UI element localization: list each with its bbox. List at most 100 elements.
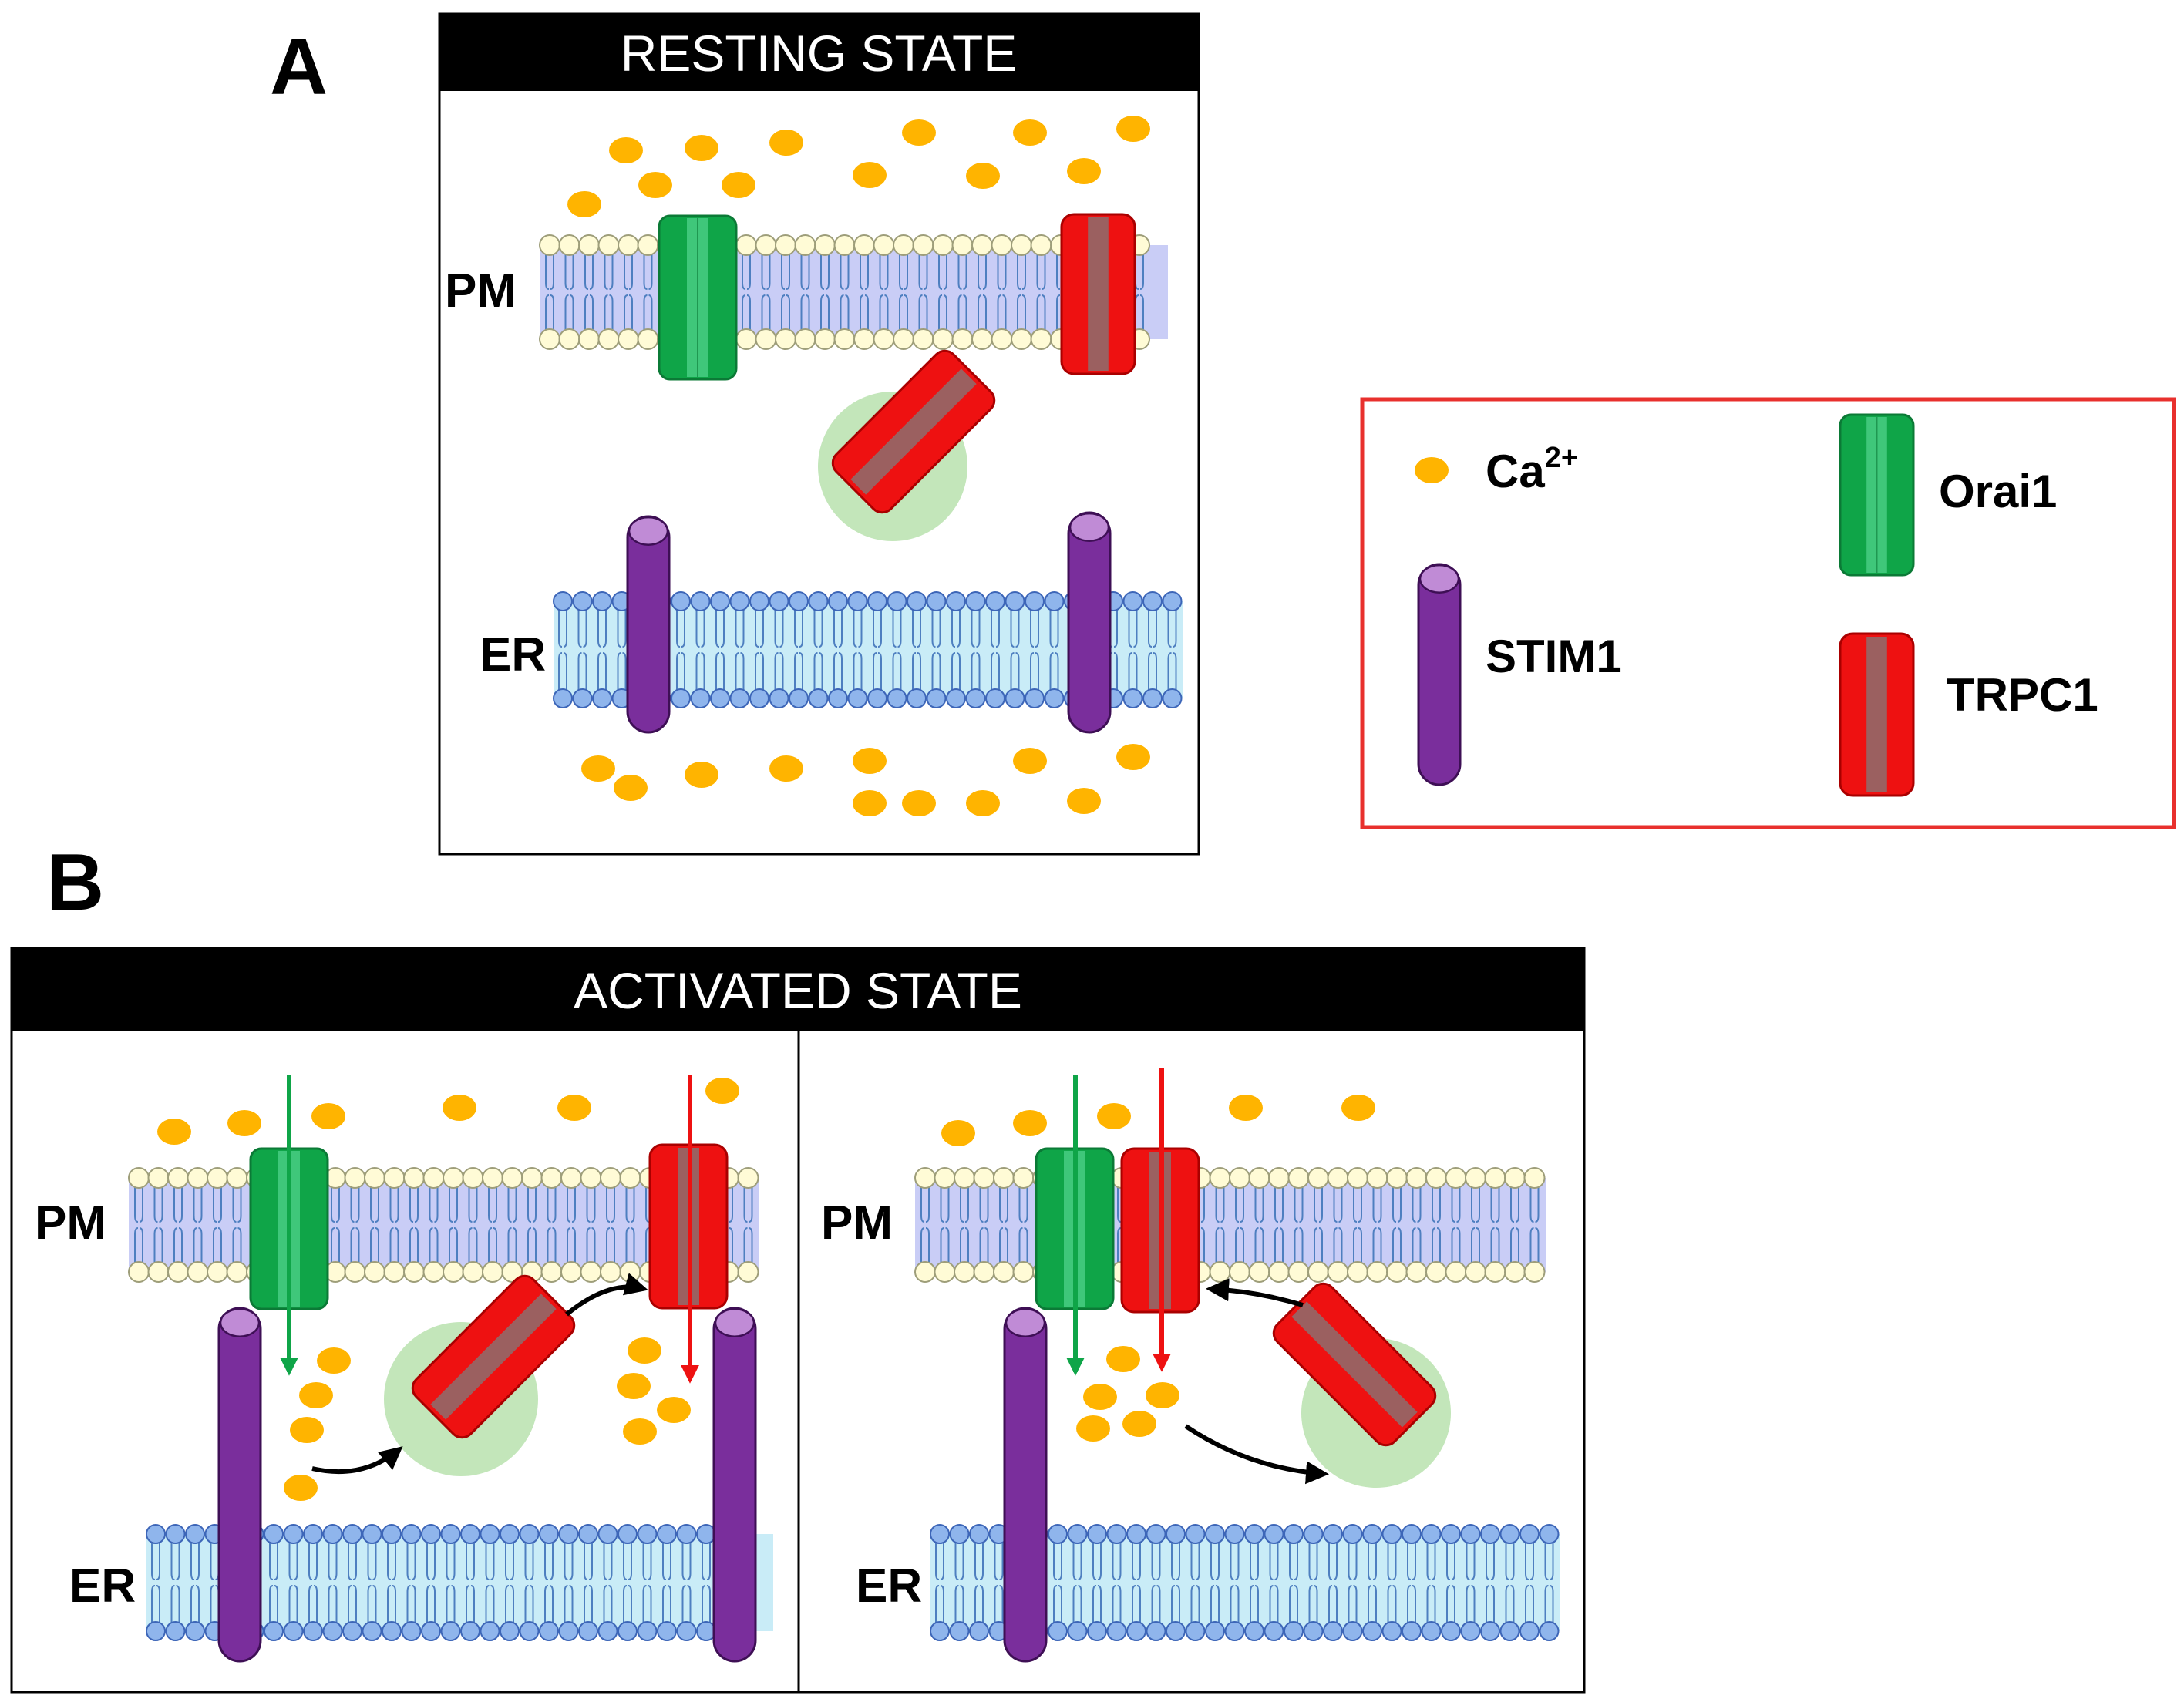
- lipid-head: [1122, 688, 1143, 708]
- lipid-head: [207, 1167, 228, 1189]
- lipid-tail: [406, 1585, 416, 1630]
- lipid-head: [749, 591, 769, 611]
- panel-b-letter: B: [46, 838, 104, 927]
- lipid-tail: [1348, 1585, 1358, 1630]
- lipid-head: [362, 1524, 382, 1544]
- stim1-protein-icon: [217, 1307, 262, 1663]
- lipid-head: [1386, 1167, 1408, 1189]
- calcium-ion-icon: [769, 130, 803, 156]
- lipid-tail: [505, 1536, 514, 1580]
- lipid-head: [932, 328, 954, 350]
- lipid-tail: [755, 603, 764, 648]
- lipid-tail: [1215, 1227, 1225, 1270]
- lipid-head: [954, 1261, 975, 1283]
- lipid-head: [1480, 1621, 1500, 1641]
- lipid-tail: [232, 1179, 242, 1223]
- lipid-head: [1307, 1261, 1329, 1283]
- lipid-tail: [860, 294, 869, 338]
- lipid-head: [1441, 1524, 1461, 1544]
- lipid-tail: [367, 1536, 377, 1580]
- lipid-head: [147, 1167, 170, 1189]
- lipid-head: [403, 1261, 425, 1283]
- lipid-head: [749, 688, 769, 708]
- lipid-head: [735, 328, 757, 350]
- lipid-tail: [879, 294, 889, 338]
- lipid-tail: [1387, 1536, 1397, 1580]
- lipid-tail: [308, 1536, 318, 1580]
- lipid-head: [283, 1621, 304, 1641]
- lipid-tail: [931, 603, 941, 648]
- lipid-head: [1106, 1621, 1127, 1641]
- lipid-tail: [586, 1227, 596, 1270]
- lipid-tail: [507, 1179, 517, 1223]
- lipid-tail: [1215, 1179, 1225, 1223]
- lipid-head: [382, 1524, 402, 1544]
- lipid-head: [1504, 1167, 1526, 1189]
- lipid-head: [303, 1621, 323, 1641]
- lipid-tail: [524, 1536, 534, 1580]
- lipid-head: [558, 328, 580, 350]
- lipid-tail: [328, 1536, 338, 1580]
- lipid-head: [1264, 1524, 1284, 1544]
- lipid-head: [364, 1167, 385, 1189]
- lipid-head: [934, 1261, 956, 1283]
- lipid-tail: [1274, 1179, 1284, 1223]
- lipid-head: [146, 1621, 166, 1641]
- lipid-head: [690, 688, 711, 708]
- lipid-head: [1224, 1524, 1245, 1544]
- lipid-tail: [1544, 1536, 1554, 1580]
- lipid-tail: [1529, 1179, 1540, 1223]
- lipid-tail: [1490, 1227, 1500, 1270]
- lipid-tail: [370, 1179, 379, 1223]
- lipid-tail: [1368, 1536, 1377, 1580]
- calcium-ion-icon: [1076, 1415, 1110, 1442]
- lipid-tail: [406, 1536, 416, 1580]
- lipid-tail: [794, 603, 803, 648]
- vesicle-to-pm-arrow: [565, 1273, 648, 1317]
- lipid-tail: [978, 294, 987, 338]
- calcium-ion-icon: [299, 1382, 333, 1408]
- lipid-head: [592, 591, 612, 611]
- lipid-tail: [1010, 603, 1020, 648]
- lipid-tail: [1525, 1585, 1534, 1630]
- lipid-head: [637, 1621, 658, 1641]
- lipid-head: [1480, 1524, 1500, 1544]
- lipid-head: [755, 234, 777, 256]
- lipid-head: [1362, 1524, 1382, 1544]
- lipid-tail: [545, 294, 554, 338]
- lipid-tail: [446, 1585, 456, 1630]
- lipid-head: [907, 591, 927, 611]
- lipid-tail: [624, 247, 633, 290]
- lipid-head: [1465, 1261, 1486, 1283]
- lipid-head: [1405, 1261, 1428, 1283]
- lipid-tail: [1190, 1585, 1200, 1630]
- lipid-tail: [466, 1536, 475, 1580]
- lipid-tail: [695, 603, 705, 648]
- lipid-tail: [193, 1179, 203, 1223]
- lipid-head: [690, 591, 711, 611]
- lipid-tail: [547, 1179, 557, 1223]
- lipid-head: [462, 1167, 484, 1189]
- lipid-tail: [269, 1585, 278, 1630]
- lipid-tail: [269, 1536, 278, 1580]
- lipid-head: [637, 1524, 658, 1544]
- lipid-tail: [151, 1585, 160, 1630]
- lipid-head: [440, 1524, 461, 1544]
- lipid-head: [1284, 1621, 1304, 1641]
- lipid-head: [1445, 1167, 1467, 1189]
- lipid-tail: [213, 1227, 222, 1270]
- lipid-tail: [1017, 294, 1026, 338]
- lipid-head: [1048, 1524, 1068, 1544]
- lipid-tail: [134, 1227, 143, 1270]
- lipid-tail: [735, 603, 745, 648]
- lipid-tail: [755, 652, 764, 697]
- legend-ca-text: Ca: [1486, 446, 1545, 497]
- calcium-ion-icon: [1097, 1103, 1131, 1129]
- lipid-head: [887, 591, 907, 611]
- lipid-head: [519, 1524, 540, 1544]
- lipid-head: [1425, 1261, 1447, 1283]
- lipid-tail: [468, 1179, 478, 1223]
- calcium-ion-icon: [902, 119, 936, 146]
- lipid-tail: [1171, 1536, 1180, 1580]
- lipid-tail: [1235, 1227, 1244, 1270]
